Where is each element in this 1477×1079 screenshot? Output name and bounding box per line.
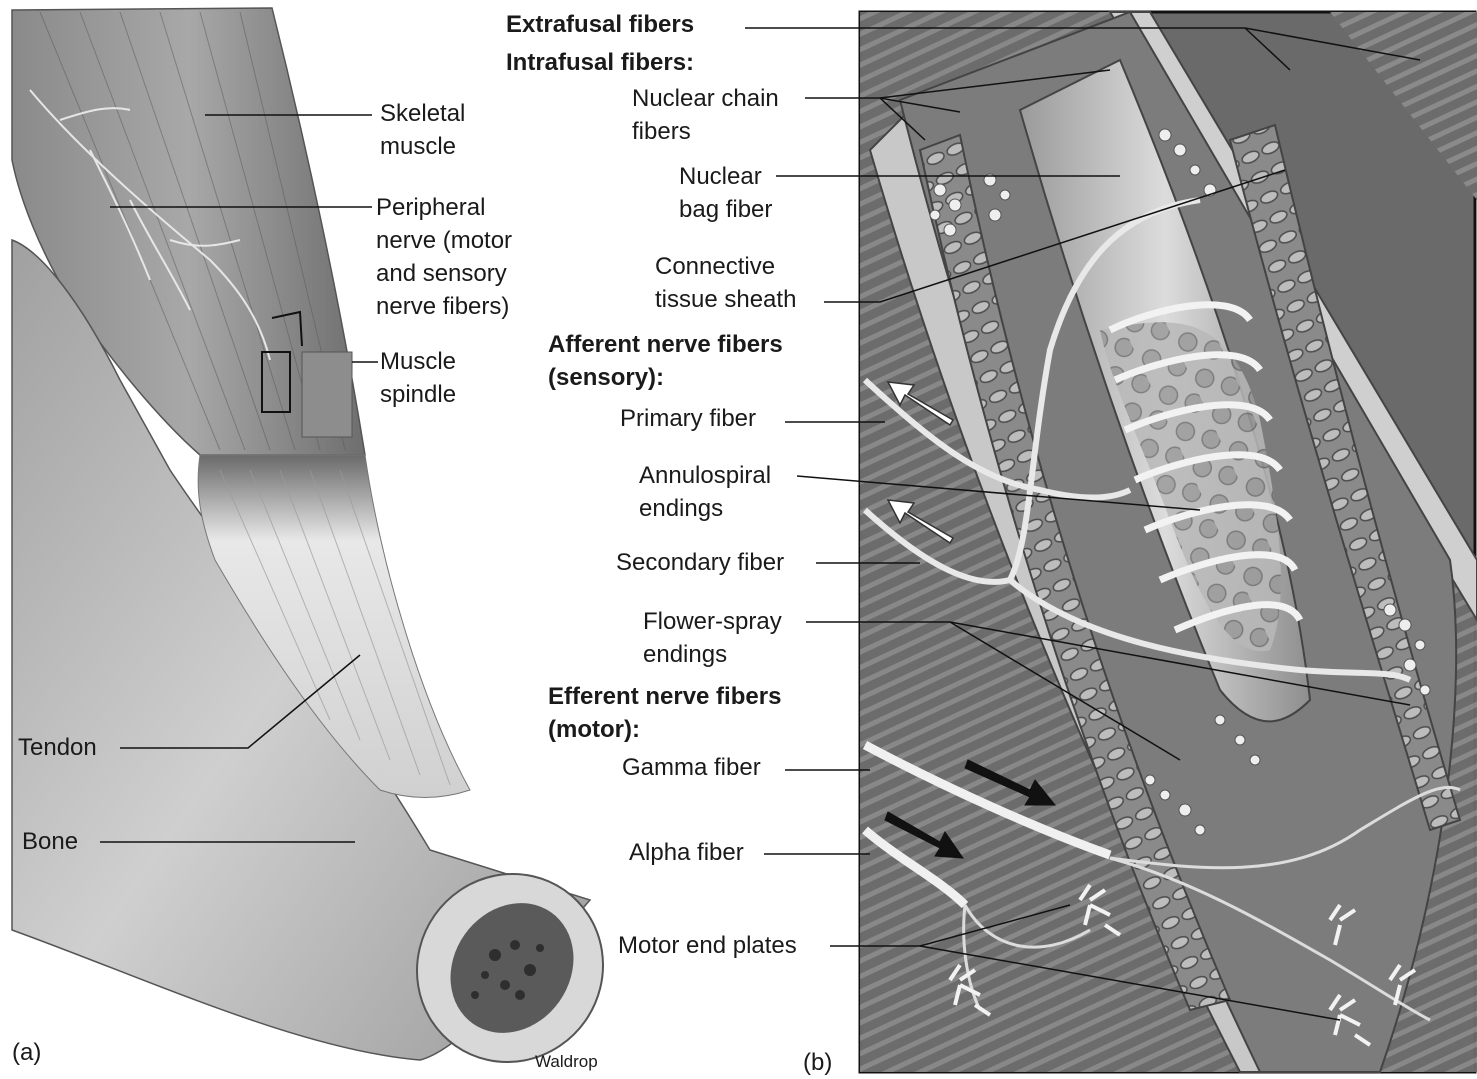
label-muscle-spindle: Muscle spindle: [380, 345, 456, 411]
label-tendon: Tendon: [18, 731, 97, 764]
label-nuclear-bag: Nuclear bag fiber: [679, 160, 772, 226]
label-primary-fiber: Primary fiber: [620, 402, 756, 435]
muscle-spindle-shape: [302, 352, 352, 437]
heading-extrafusal: Extrafusal fibers: [506, 8, 694, 41]
label-annulospiral: Annulospiral endings: [639, 459, 771, 525]
heading-afferent: Afferent nerve fibers (sensory):: [548, 328, 783, 394]
label-connective-sheath: Connective tissue sheath: [655, 250, 796, 316]
label-secondary-fiber: Secondary fiber: [616, 546, 784, 579]
panel-b-illustration: [745, 12, 1477, 1072]
label-nuclear-chain: Nuclear chain fibers: [632, 82, 779, 148]
label-flower-spray: Flower-spray endings: [643, 605, 782, 671]
label-skeletal-muscle: Skeletal muscle: [380, 97, 465, 163]
signature: Waldrop: [535, 1052, 598, 1072]
label-alpha-fiber: Alpha fiber: [629, 836, 744, 869]
label-bone: Bone: [22, 825, 78, 858]
panel-a-illustration: [12, 8, 640, 1076]
panel-a-label: (a): [12, 1036, 41, 1069]
label-peripheral-nerve: Peripheral nerve (motor and sensory nerv…: [376, 191, 512, 323]
heading-efferent: Efferent nerve fibers (motor):: [548, 680, 781, 746]
panel-b-label: (b): [803, 1046, 832, 1079]
label-gamma-fiber: Gamma fiber: [622, 751, 761, 784]
heading-intrafusal: Intrafusal fibers:: [506, 46, 694, 79]
label-motor-end-plates: Motor end plates: [618, 929, 797, 962]
